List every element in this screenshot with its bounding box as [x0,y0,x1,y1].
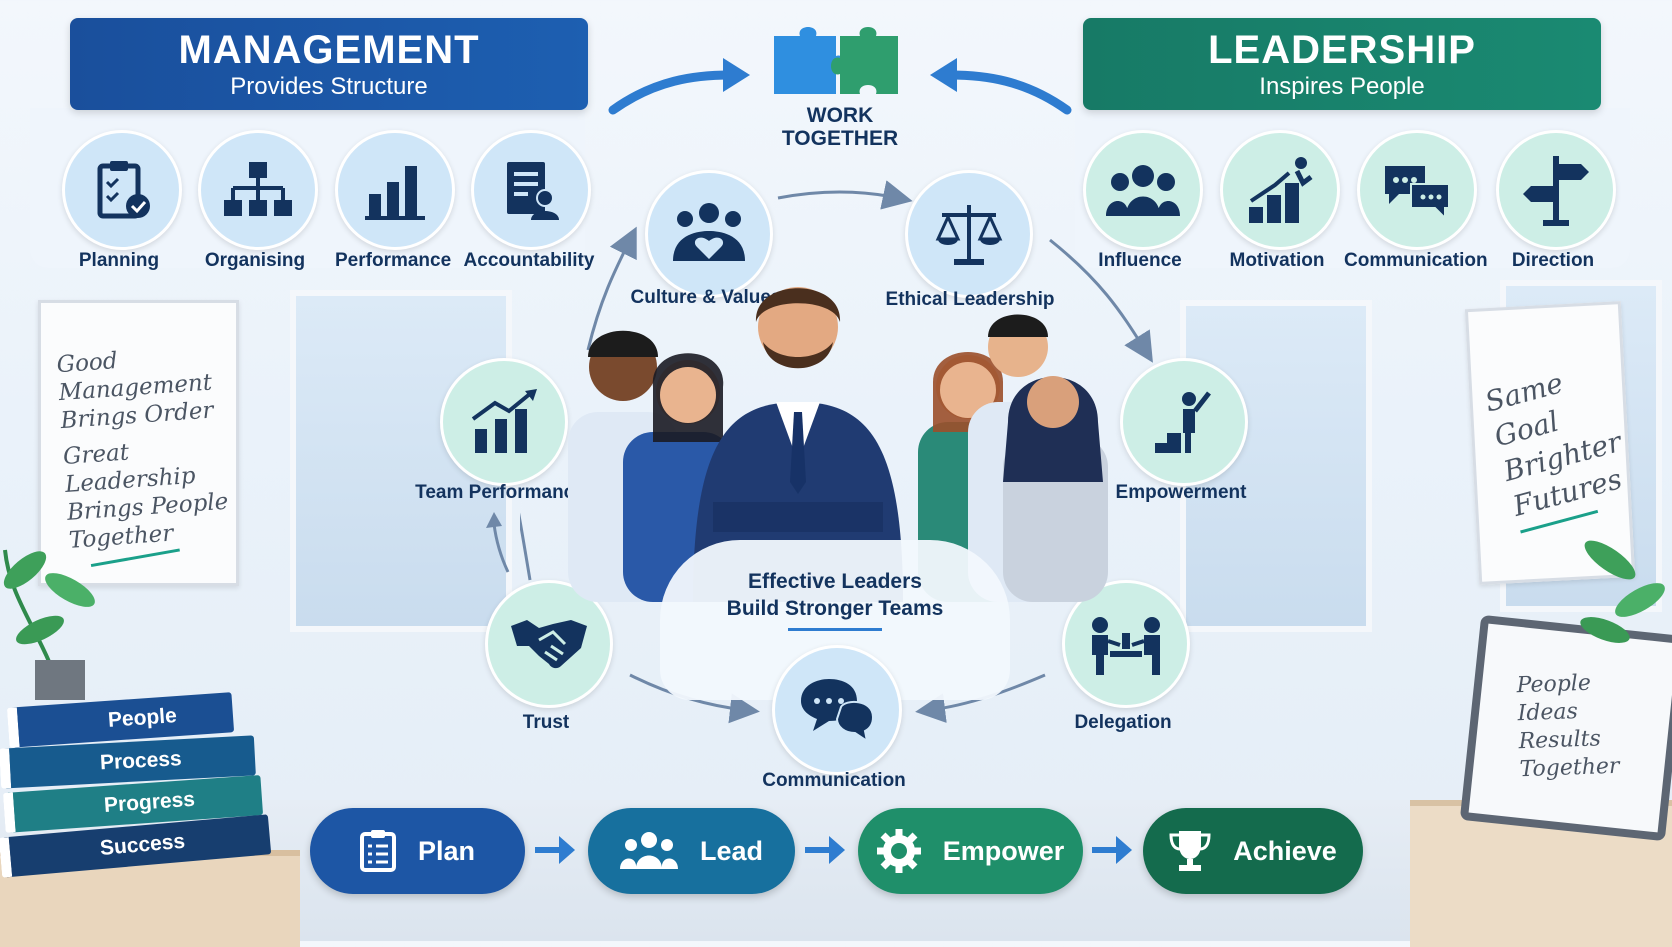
step-empower-button[interactable]: Empower [858,808,1083,894]
trophy-icon [1169,831,1211,871]
plant-icon [1580,540,1665,643]
center-message-line: Build Stronger Teams [726,597,944,620]
communication-circle [1357,130,1477,250]
performance-circle [335,130,455,250]
raised-arm-icon [1155,391,1211,453]
work-together-line: WORK [806,104,874,127]
signpost-icon [1523,156,1589,226]
team-performance-circle [440,358,568,486]
note-line: Together [1519,753,1620,783]
culture-values-circle [645,170,773,298]
leadership-title: LEADERSHIP [1208,28,1476,72]
step-lead-button[interactable]: Lead [588,808,795,894]
step-achieve-button[interactable]: Achieve [1143,808,1363,894]
motivation-circle [1220,130,1340,250]
checklist-icon [359,830,396,872]
team-performance-label: Team Performance [415,482,585,503]
chat-bubbles-icon [1385,166,1450,220]
communication-cycle-circle [772,645,902,775]
center-message-line: Effective Leaders [748,570,922,593]
organising-label: Organising [204,250,306,271]
book-label: People [107,704,178,732]
arrow-right-icon [608,58,750,115]
organising-circle [198,130,318,250]
direction-label: Direction [1511,250,1595,271]
puzzle-icon [774,27,898,94]
work-together-line: TOGETHER [781,127,899,150]
step-plan-button[interactable]: Plan [310,808,525,894]
center-underline [788,628,882,631]
bar-chart-icon [365,166,425,220]
handshake-icon [511,620,587,669]
arrow-right-icon [805,836,845,864]
management-subtitle: Provides Structure [230,73,428,100]
gear-icon [876,829,921,873]
step-lead-label: Lead [699,835,764,866]
accountability-circle [471,130,591,250]
clipboard-check-icon [97,161,150,219]
management-title: MANAGEMENT [178,28,480,72]
planning-circle [62,130,182,250]
performance-label: Performance [335,250,452,271]
plant-icon [3,549,95,700]
trust-circle [485,580,613,708]
culture-values-label: Culture & Values [630,287,782,308]
step-achieve-label: Achieve [1233,835,1337,866]
book-label: Success [99,829,187,861]
group-icon [1106,165,1180,216]
management-banner: MANAGEMENT Provides Structure [70,18,588,110]
team-heart-icon [673,203,745,261]
trust-label: Trust [522,712,570,733]
work-together-label: WORK TOGETHER [780,104,900,150]
org-chart-icon [224,162,292,216]
influence-circle [1083,130,1203,250]
ethical-leadership-circle [905,170,1033,298]
book-label: Progress [103,787,196,817]
step-plan-label: Plan [417,835,476,866]
person [1003,376,1108,602]
arrow-left-icon [930,58,1072,115]
scales-icon [935,205,1003,265]
center-message-card: Effective Leaders Build Stronger Teams [660,540,1010,700]
delegation-circle [1062,580,1190,708]
empowerment-circle [1120,358,1248,486]
center-message: Effective Leaders Build Stronger Teams [660,568,1010,622]
note-line: Results [1518,726,1602,755]
step-empower-label: Empower [942,835,1065,866]
growth-chart-icon [471,389,537,453]
whiteboard-left: Good Management Brings Order Great Leade… [38,300,239,586]
delegate-task-icon [1092,617,1160,675]
report-user-icon [507,162,559,220]
leadership-banner: LEADERSHIP Inspires People [1083,18,1601,110]
communication-label: Communication [1344,250,1488,271]
team-icon [619,832,678,869]
arrow-right-icon [1092,836,1132,864]
planning-label: Planning [78,250,160,271]
arrow-up-icon [486,512,510,573]
delegation-label: Delegation [1074,712,1172,733]
chat-bubbles-icon [801,679,875,743]
empowerment-label: Empowerment [1115,482,1247,503]
direction-circle [1496,130,1616,250]
motivation-label: Motivation [1229,250,1325,271]
communication-cycle-label: Communication [762,770,906,791]
leadership-subtitle: Inspires People [1259,73,1425,100]
climb-stairs-icon [1249,157,1313,223]
accountability-label: Accountability [463,250,595,271]
influence-label: Influence [1098,250,1182,271]
arrow-right-icon [535,836,575,864]
book-label: Process [99,747,183,775]
ethical-leadership-label: Ethical Leadership [885,289,1055,310]
